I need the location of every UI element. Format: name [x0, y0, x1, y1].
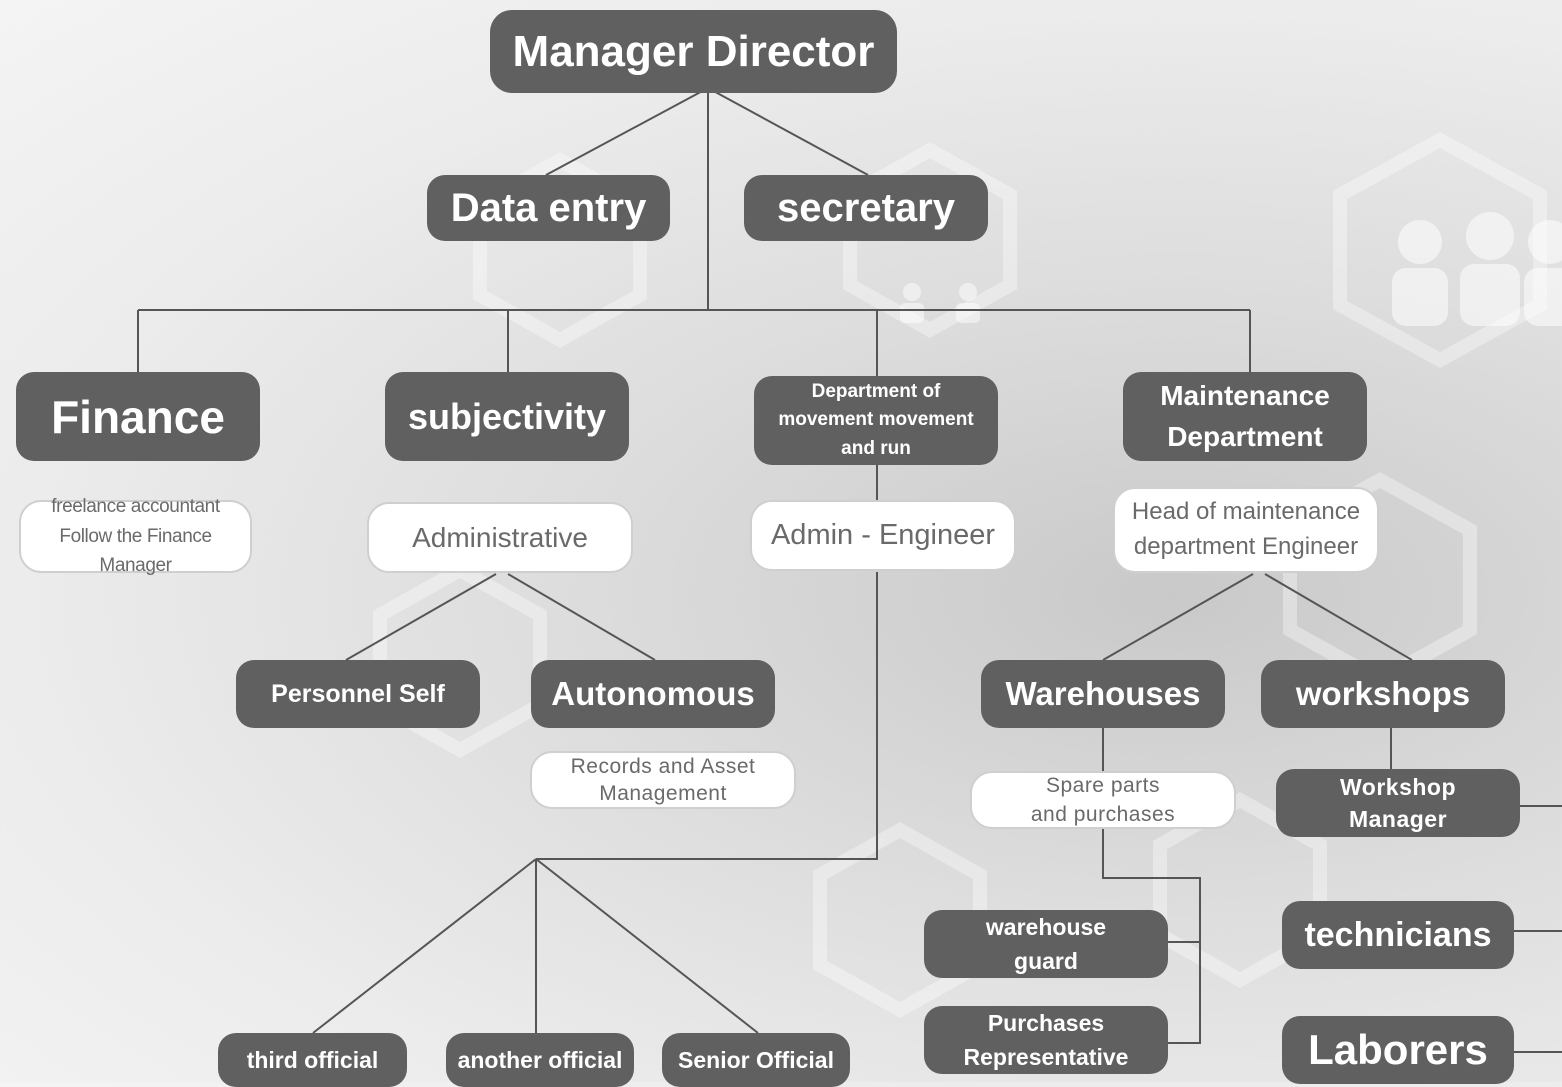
node-admin-engineer: Admin - Engineer — [750, 500, 1016, 571]
node-workshop-manager: Workshop Manager — [1276, 769, 1520, 837]
node-manager-director: Manager Director — [490, 10, 897, 93]
node-warehouses: Warehouses — [981, 660, 1225, 728]
node-records-asset-management: Records and Asset Management — [530, 751, 796, 809]
node-workshops: workshops — [1261, 660, 1505, 728]
node-another-official: another official — [446, 1033, 634, 1087]
node-laborers: Laborers — [1282, 1016, 1514, 1084]
node-third-official: third official — [218, 1033, 407, 1087]
node-subjectivity: subjectivity — [385, 372, 629, 461]
node-purchases-representative: Purchases Representative — [924, 1006, 1168, 1074]
node-freelance-accountant: freelance accountant Follow the Finance … — [19, 496, 252, 576]
node-technicians: technicians — [1282, 901, 1514, 969]
node-secretary: secretary — [744, 175, 988, 241]
node-finance: Finance — [16, 372, 260, 461]
node-movement-department: Department of movement movement and run — [754, 376, 998, 465]
node-spare-parts: Spare parts and purchases — [970, 771, 1236, 829]
node-administrative: Administrative — [367, 502, 633, 573]
node-maintenance-department: Maintenance Department — [1123, 372, 1367, 461]
node-data-entry: Data entry — [427, 175, 670, 241]
node-senior-official: Senior Official — [662, 1033, 850, 1087]
node-autonomous: Autonomous — [531, 660, 775, 728]
node-head-of-maintenance: Head of maintenance department Engineer — [1113, 487, 1379, 573]
node-warehouse-guard: warehouse guard — [924, 910, 1168, 978]
node-personnel-self: Personnel Self — [236, 660, 480, 728]
